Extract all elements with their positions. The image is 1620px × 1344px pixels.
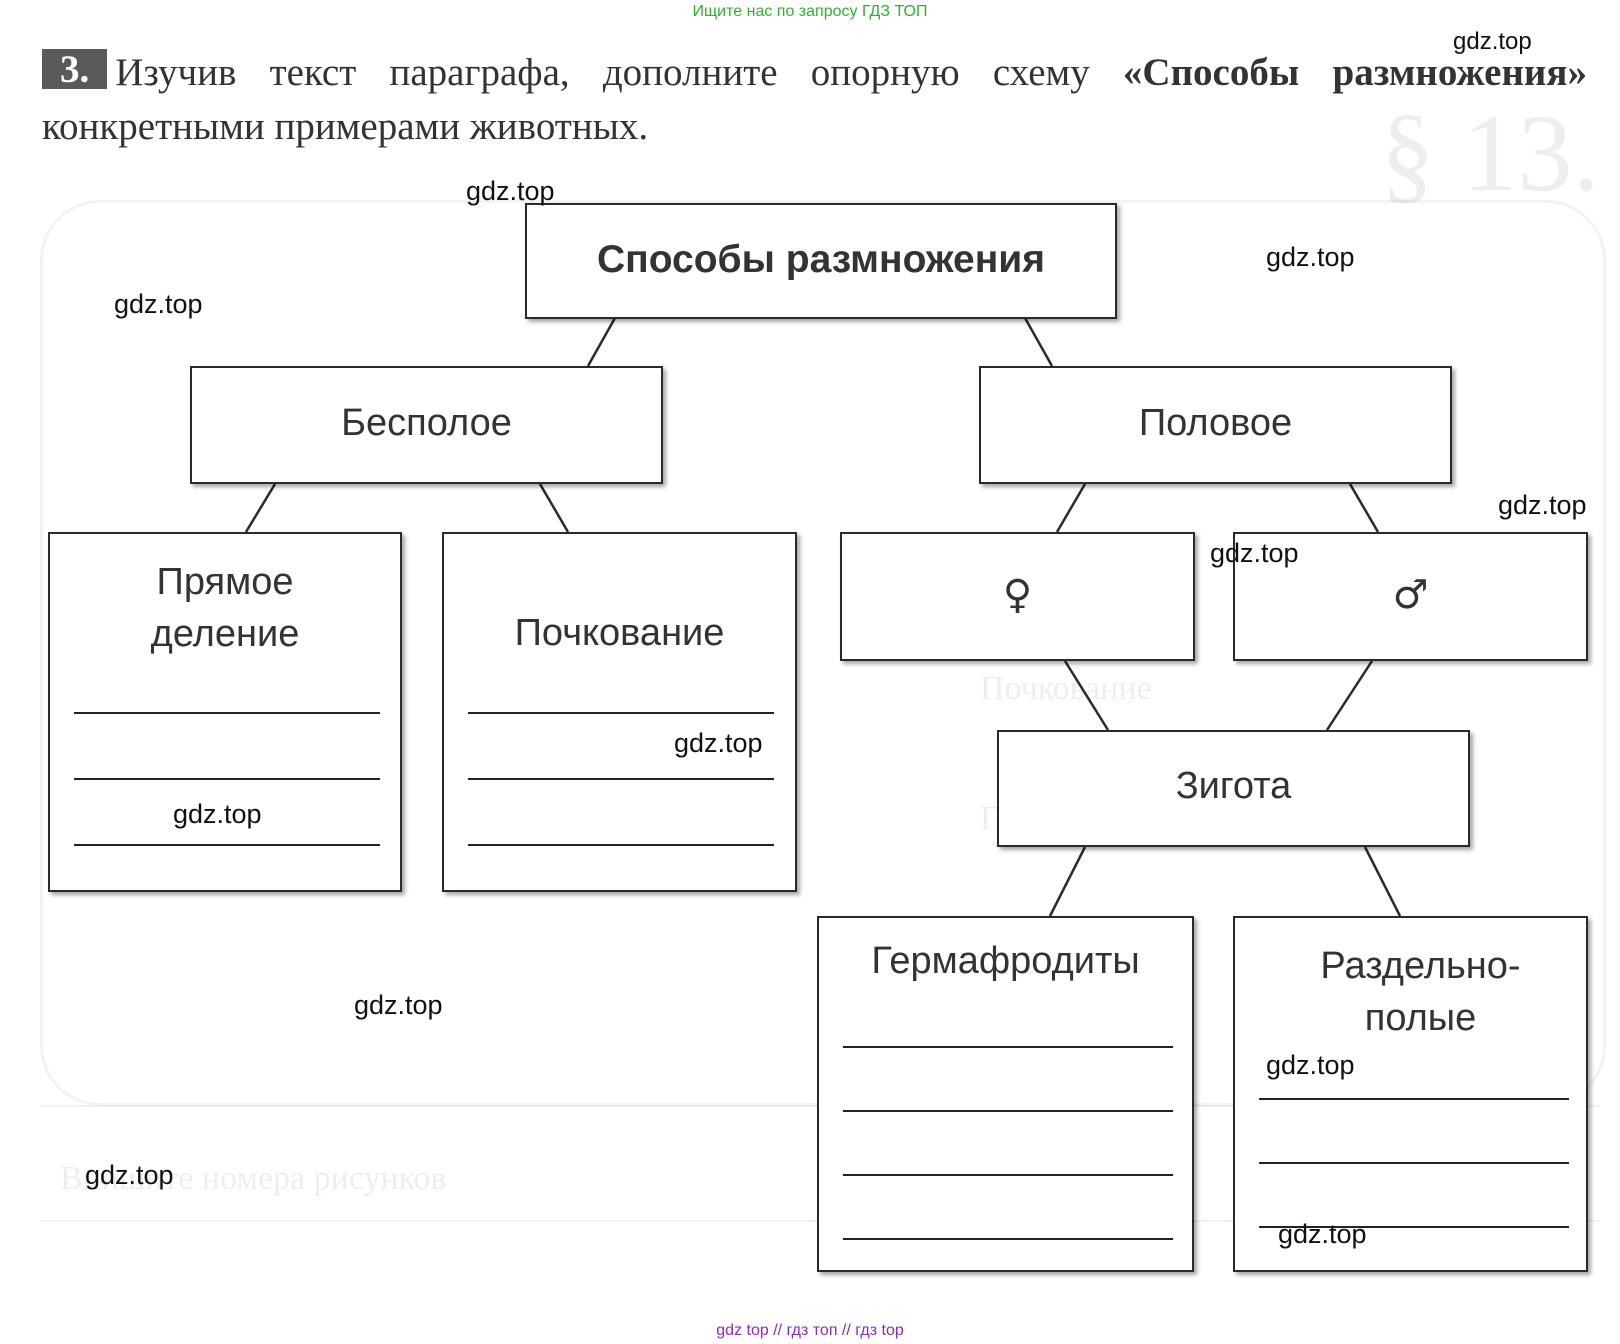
answer-line[interactable] [843,1238,1173,1240]
female-box: ♀ [840,532,1195,661]
answer-line[interactable] [74,844,380,846]
connector-root-sexual [1023,317,1054,367]
background-text: Впишите номера рисунков [60,1160,447,1197]
answer-line[interactable] [843,1174,1173,1176]
sexual-label: Половое [1138,402,1293,444]
female-symbol-icon: ♀ [1002,572,1033,618]
asexual-box: Бесполое [190,366,663,484]
answer-line[interactable] [843,1110,1173,1112]
connector-root-asexual [586,317,617,367]
hermaphrodites-box: Гермафродиты [817,916,1194,1272]
watermark: gdz.top [466,176,555,206]
direct-division-label: Прямое деление [150,561,300,655]
watermark: gdz.top [674,728,763,758]
watermark: gdz.top [354,990,443,1020]
background-text: Почкование [980,670,1152,707]
answer-line[interactable] [843,1046,1173,1048]
sexual-box: Половое [979,366,1452,484]
task-text-start: Изучив текст параграфа, дополните опорну… [115,51,1123,94]
answer-line[interactable] [468,712,774,714]
connector-female-zygote [1063,660,1110,731]
root-label: Способы размножения [596,238,1045,281]
watermark: gdz.top [1266,242,1355,272]
male-box: ♂ [1233,532,1588,661]
task-text-bold: «Способы размножения» [1122,51,1587,94]
connector-sexual-female [1055,483,1087,533]
watermark: gdz.top [173,799,262,829]
connector-sexual-male [1348,483,1380,533]
watermark: gdz.top [85,1160,174,1190]
asexual-label: Бесполое [341,402,512,444]
connector-asexual-division [244,483,277,533]
task-text-end: конкретными примерами животных. [42,105,649,148]
background-text: § 13. [1380,92,1600,214]
answer-line[interactable] [1259,1226,1569,1228]
connector-asexual-budding [538,483,570,533]
dioecious-box: Раздельно-полые [1233,916,1588,1272]
task-statement: 3.Изучив текст параграфа, дополните опор… [42,46,1587,154]
answer-line[interactable] [74,778,380,780]
budding-label: Почкование [514,612,725,654]
dioecious-label: Раздельно-полые [1320,945,1521,1039]
connector-zygote-dioecious [1363,846,1402,917]
answer-line[interactable] [1259,1098,1569,1100]
watermark: gdz.top [1266,1050,1355,1080]
budding-box: Почкование [442,532,797,892]
answer-line[interactable] [468,778,774,780]
watermark: gdz.top [1453,28,1532,55]
watermark: gdz.top [1210,538,1299,568]
answer-line[interactable] [1259,1162,1569,1164]
answer-line[interactable] [74,712,380,714]
direct-division-box: Прямое деление [48,532,402,892]
hermaphrodites-label: Гермафродиты [871,940,1140,982]
task-number: 3. [42,49,108,91]
connector-male-zygote [1325,660,1374,731]
connector-zygote-hermaphrodites [1048,846,1087,917]
watermark: gdz.top [1498,490,1587,520]
answer-line[interactable] [468,844,774,846]
male-symbol-icon: ♂ [1392,572,1429,618]
watermark: gdz.top [1278,1219,1367,1249]
footer-banner[interactable]: gdz top // гдз топ // гдз top [716,1322,904,1339]
header-banner[interactable]: Ищите нас по запросу ГДЗ ТОП [692,3,928,20]
watermark: gdz.top [114,289,203,319]
root-box: Способы размножения [525,203,1117,319]
zygote-box: Зигота [997,730,1470,847]
zygote-label: Зигота [1175,765,1292,807]
